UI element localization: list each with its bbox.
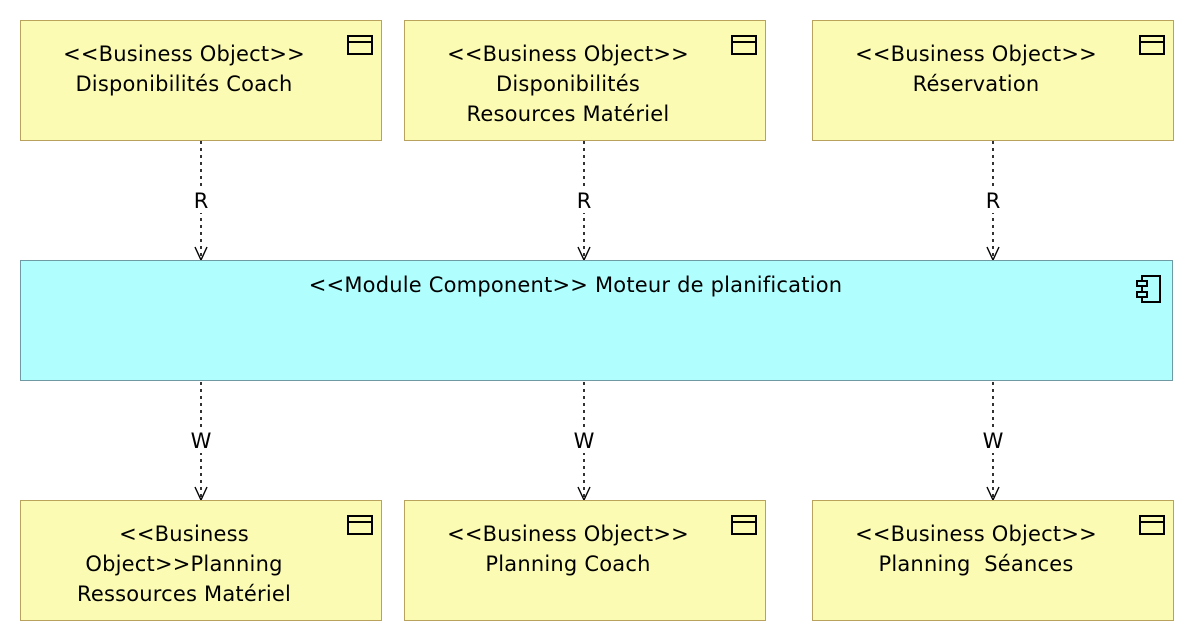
business-object-icon — [347, 515, 373, 535]
module-component-moteur-de-planification[interactable]: <<Module Component>> Moteur de planifica… — [20, 260, 1173, 381]
business-object-disponibilites-resources-materiel[interactable]: <<Business Object>> Disponibilités Resou… — [404, 20, 766, 141]
business-object-planning-ressources-materiel[interactable]: <<Business Object>>Planning Ressources M… — [20, 500, 382, 621]
object-name-line-2: Resources Matériel — [466, 102, 670, 126]
business-object-label: <<Business Object>> Planning Séances — [823, 519, 1129, 579]
business-object-icon — [731, 35, 757, 55]
object-name: Planning Séances — [878, 552, 1074, 576]
business-object-icon — [1139, 35, 1165, 55]
business-object-icon — [347, 35, 373, 55]
object-name: Disponibilités Coach — [75, 72, 293, 96]
business-object-label: <<Business Object>> Planning Coach — [415, 519, 721, 579]
object-name: Planning Coach — [485, 552, 651, 576]
write-relation-label: W — [978, 429, 1008, 453]
read-relation-label: R — [978, 189, 1008, 213]
write-relation-label: W — [569, 429, 599, 453]
stereotype-label: <<Business Object>> — [855, 522, 1097, 546]
business-object-planning-coach[interactable]: <<Business Object>> Planning Coach — [404, 500, 766, 621]
object-text-line-2: Object>>Planning — [85, 552, 283, 576]
read-relation-label: R — [186, 189, 216, 213]
component-icon — [1136, 275, 1161, 303]
business-object-label: <<Business Object>> Disponibilités Resou… — [415, 39, 721, 129]
business-object-icon — [731, 515, 757, 535]
business-object-reservation[interactable]: <<Business Object>> Réservation — [812, 20, 1174, 141]
business-object-icon — [1139, 515, 1165, 535]
business-object-label: <<Business Object>> Réservation — [823, 39, 1129, 99]
object-name: Réservation — [912, 72, 1040, 96]
stereotype-label: <<Business Object>> — [63, 42, 305, 66]
object-name-line-1: Disponibilités — [496, 72, 640, 96]
module-component-label: <<Module Component>> Moteur de planifica… — [308, 273, 843, 297]
business-object-label: <<Business Object>> Disponibilités Coach — [31, 39, 337, 99]
object-text-line-1: <<Business — [119, 522, 249, 546]
business-object-label: <<Business Object>>Planning Ressources M… — [31, 519, 337, 609]
stereotype-label: <<Business Object>> — [447, 522, 689, 546]
write-relation-label: W — [186, 429, 216, 453]
object-text-line-3: Ressources Matériel — [76, 582, 292, 606]
read-relation-label: R — [569, 189, 599, 213]
stereotype-label: <<Business Object>> — [447, 42, 689, 66]
stereotype-label: <<Business Object>> — [855, 42, 1097, 66]
business-object-disponibilites-coach[interactable]: <<Business Object>> Disponibilités Coach — [20, 20, 382, 141]
business-object-planning-seances[interactable]: <<Business Object>> Planning Séances — [812, 500, 1174, 621]
